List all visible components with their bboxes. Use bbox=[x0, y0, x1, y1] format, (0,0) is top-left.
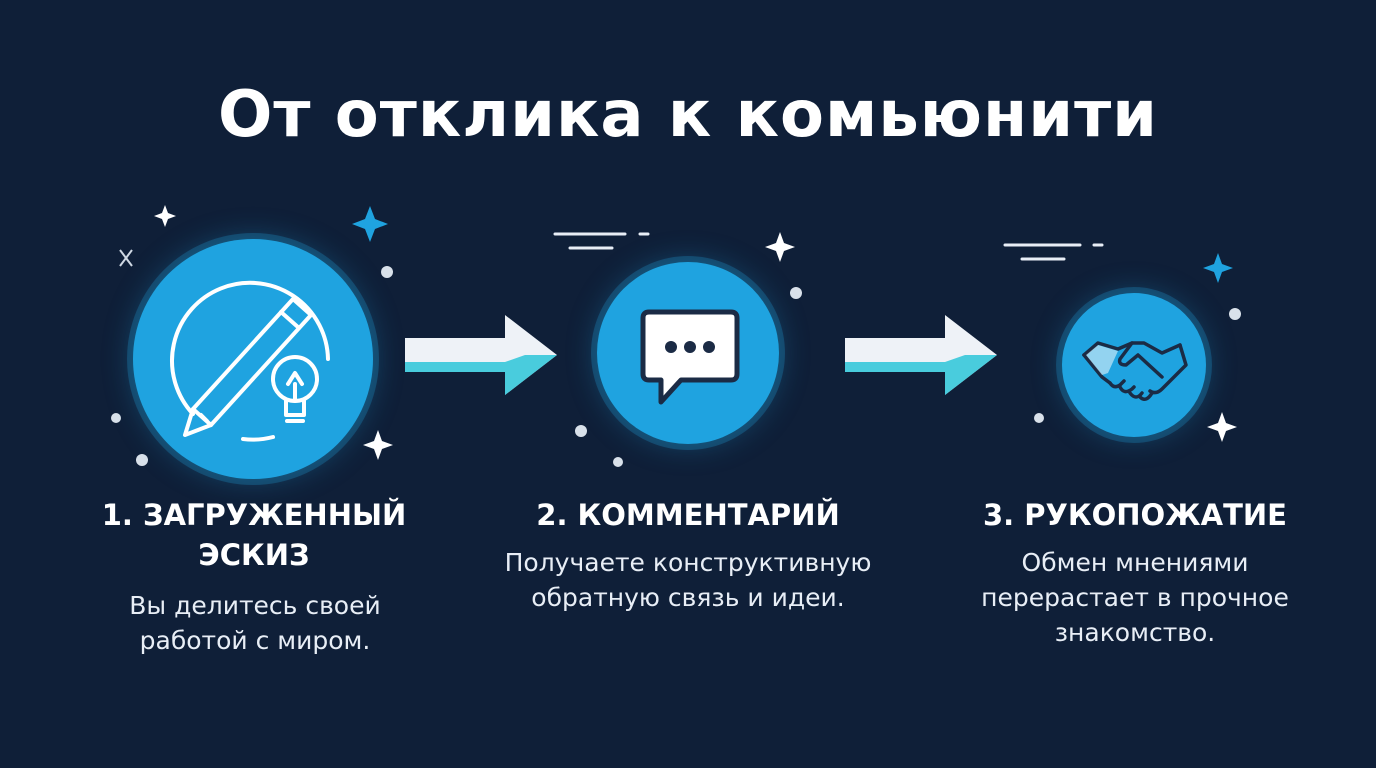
sparkle-icon bbox=[1203, 253, 1233, 283]
pencil-lightbulb-icon bbox=[170, 280, 330, 442]
arrow-right-icon bbox=[405, 315, 557, 395]
step-2-description: Получаете конструктивную обратную связь … bbox=[504, 548, 872, 612]
step-1-description: Вы делитесь своей работой с миром. bbox=[129, 591, 381, 655]
sparkle-icon bbox=[119, 249, 133, 267]
speech-bubble-icon bbox=[640, 309, 740, 405]
step-3-circle bbox=[1062, 293, 1206, 437]
step-3-title: 3. РУКОПОЖАТИЕ bbox=[983, 498, 1287, 532]
sparkle-icon bbox=[765, 232, 795, 262]
arrow-right-icon bbox=[845, 315, 997, 395]
sparkle-icon bbox=[1207, 412, 1237, 442]
step-1-circle bbox=[133, 239, 373, 479]
step-1-title: 1. ЗАГРУЖЕННЫЙ ЭСКИЗ bbox=[101, 498, 407, 572]
step-3-description: Обмен мнениями перерастает в прочное зна… bbox=[981, 548, 1289, 647]
step-2-circle bbox=[597, 262, 779, 444]
sparkle-icon bbox=[352, 206, 388, 242]
page-title: От отклика к комьюнити bbox=[217, 78, 1159, 152]
sparkle-icon bbox=[154, 205, 176, 227]
step-2-title: 2. КОММЕНТАРИЙ bbox=[536, 498, 840, 532]
handshake-icon bbox=[1082, 341, 1188, 401]
sparkle-icon bbox=[363, 430, 393, 460]
